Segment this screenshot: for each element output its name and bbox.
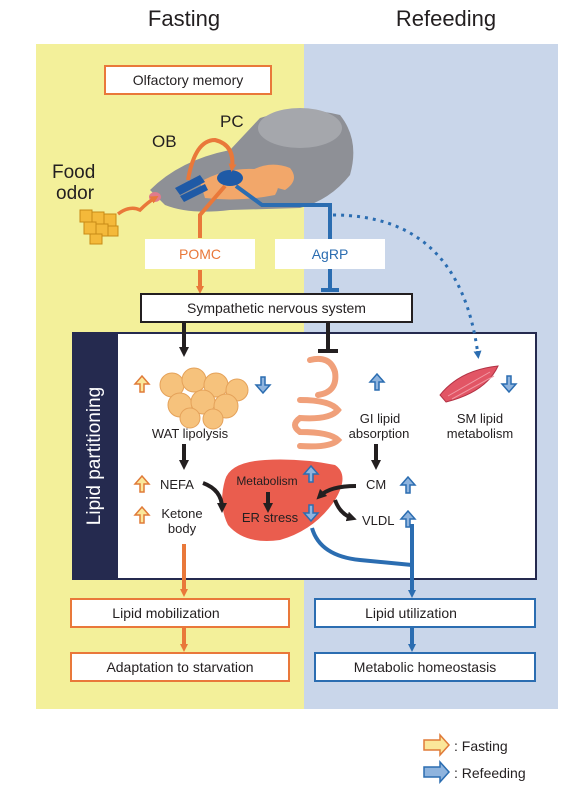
refeeding-header: Refeeding <box>395 6 497 31</box>
lipid-partitioning-frame <box>72 332 537 580</box>
pc-label: PC <box>220 112 244 131</box>
gi-absorption-label-line1: GI lipid <box>359 411 401 426</box>
er-stress-label: ER stress <box>241 510 299 525</box>
ketone-body-label-line2: body <box>167 521 197 536</box>
food-pellets-icon <box>79 209 119 245</box>
agrp-pathway-line <box>234 184 332 240</box>
lipid-mobilization-box: Lipid mobilization <box>70 598 290 628</box>
gi-absorption-label-line2: absorption <box>348 426 410 441</box>
gi-tract-icon <box>292 355 343 450</box>
cm-label: CM <box>366 477 387 492</box>
ketone-body-label-line1: Ketone <box>161 506 203 521</box>
sympathetic-nervous-system-box: Sympathetic nervous system <box>140 293 413 323</box>
vldl-label: VLDL <box>362 513 395 528</box>
wat-lipolysis-label: WAT lipolysis <box>151 426 229 441</box>
agrp-box: AgRP <box>275 239 385 269</box>
side-title-band <box>72 332 118 580</box>
pomc-box: POMC <box>145 239 255 269</box>
skeletal-muscle-icon <box>439 365 499 403</box>
legend-refeeding-arrow <box>423 760 451 784</box>
ob-to-pc-arrow <box>186 137 237 181</box>
adaptation-to-starvation-box: Adaptation to starvation <box>70 652 290 682</box>
legend-refeeding-label: : Refeeding <box>454 765 526 781</box>
ob-label: OB <box>152 132 177 151</box>
fasting-header: Fasting <box>147 6 221 31</box>
food-odor-arrow <box>116 196 159 216</box>
white-adipose-tissue-icon <box>159 367 249 430</box>
sm-metabolism-label-line1: SM lipid <box>456 411 504 426</box>
food-odor-label-line2: odor <box>56 183 95 204</box>
sm-metabolism-label-line2: metabolism <box>446 426 514 441</box>
pomc-pathway-line <box>198 184 227 238</box>
agrp-to-sm-dotted-arrow <box>332 213 482 359</box>
olfactory-memory-box: Olfactory memory <box>104 65 272 95</box>
legend-fasting-label: : Fasting <box>454 738 508 754</box>
olfactory-bulb-icon <box>175 175 208 202</box>
metabolic-homeostasis-box: Metabolic homeostasis <box>314 652 536 682</box>
metabolism-label: Metabolism <box>236 474 298 488</box>
piriform-cortex-icon <box>217 170 243 186</box>
liver-icon <box>222 459 343 541</box>
nefa-label: NEFA <box>160 477 194 492</box>
lipid-utilization-box: Lipid utilization <box>314 598 536 628</box>
legend-fasting-arrow <box>423 733 451 757</box>
food-odor-label-line1: Food <box>52 162 96 183</box>
